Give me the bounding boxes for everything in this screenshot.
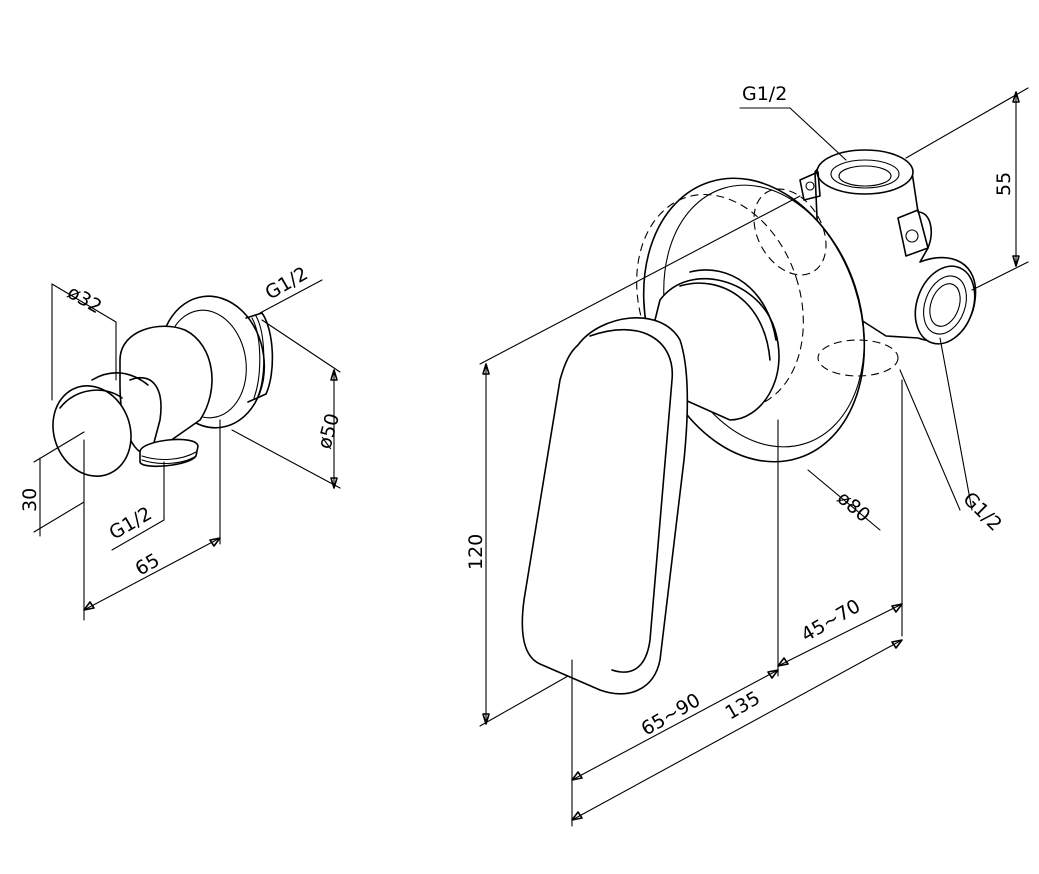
- label-side-outlets: G1/2: [958, 488, 1006, 536]
- dim-rear-thread: G1/2: [259, 263, 323, 314]
- dim-diameter-32: ø32: [51, 281, 117, 401]
- dim-hose-thread: G1/2: [106, 461, 165, 551]
- wall-outlet-body: [91, 325, 213, 456]
- label-top-inlet: G1/2: [742, 83, 787, 105]
- label-install-45-70: 45~70: [798, 595, 865, 646]
- label-handle-120: 120: [465, 534, 487, 570]
- dim-body-55: 55: [905, 87, 1029, 291]
- label-diameter-32: ø32: [64, 281, 106, 318]
- label-flange-80: ø80: [833, 487, 875, 527]
- wall-outlet-hose-connector: [139, 438, 199, 468]
- wall-outlet-front-cap: [52, 385, 132, 477]
- wall-outlet-rear-thread: [245, 312, 274, 403]
- label-depth-65: 65: [132, 549, 164, 580]
- label-rear-thread: G1/2: [262, 263, 312, 305]
- label-hose-thread: G1/2: [106, 503, 156, 545]
- label-body-55: 55: [993, 172, 1015, 196]
- dim-handle-120: 120: [465, 195, 801, 727]
- dim-side-outlets: G1/2: [899, 337, 1006, 536]
- dim-flange-80: ø80: [807, 469, 881, 531]
- label-height-30: 30: [19, 488, 41, 512]
- mixer-drawing: G1/2 55 ø80 G1/2 120: [465, 83, 1029, 827]
- wall-outlet-drawing: ø32 G1/2 30 G1/2 65: [19, 263, 345, 621]
- mixer-handle: [521, 317, 689, 695]
- dim-height-30: 30: [19, 431, 85, 537]
- label-flange-50: ø50: [314, 411, 345, 451]
- dim-top-inlet: G1/2: [739, 83, 847, 161]
